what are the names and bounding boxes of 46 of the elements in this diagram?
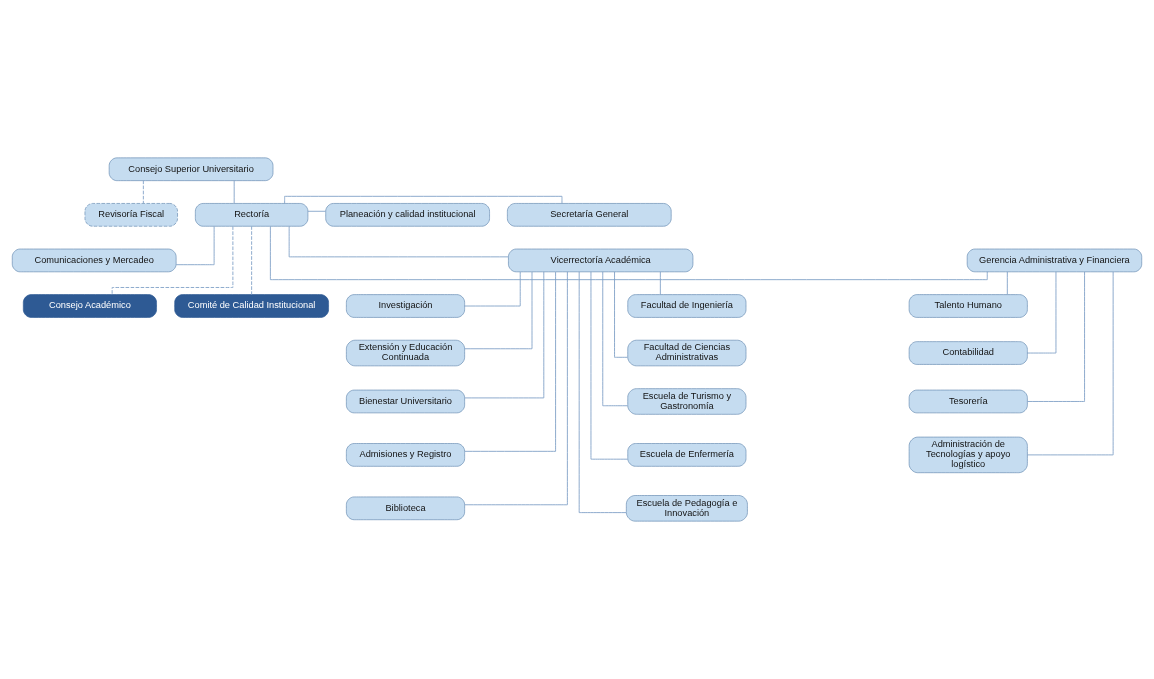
node-box: Extensión y Educación Continuada [346,339,465,367]
node-box: Investigación [346,294,465,318]
connector [464,271,545,399]
node-box: Talento Humano [908,294,1028,318]
connector [142,180,144,204]
connector [659,271,661,295]
node-box: Consejo Académico [22,294,157,318]
connector [464,271,556,452]
connector [269,226,988,281]
connector [464,271,521,307]
node-box: Consejo Superior Universitario [108,157,274,181]
connector [1027,271,1085,402]
node-box: Escuela de Enfermería [627,443,747,467]
node-box: Contabilidad [908,341,1028,365]
connector [1026,271,1114,456]
node-box: Tesorería [908,389,1028,414]
node-box: Revisoría Fiscal [84,203,178,227]
connector [175,226,215,266]
connector [614,271,628,358]
node-box: Escuela de Turismo y Gastronomía [627,388,747,415]
connector [284,195,563,204]
node-box: Comunicaciones y Mercadeo [11,248,177,273]
node-box: Biblioteca [346,496,465,521]
connector [307,210,327,212]
connector [590,271,628,460]
node-box: Vicerrectoría Académica [508,248,694,273]
connector [602,271,628,407]
connector [1006,271,1008,295]
connector [464,271,568,506]
connector [464,271,533,350]
connector [288,225,509,258]
connector [578,271,627,514]
connector [233,180,235,204]
node-box: Secretaría General [507,203,672,227]
node-box: Facultad de Ciencias Administrativas [627,339,747,367]
node-box: Escuela de Pedagogía e Innovación [625,495,748,522]
connector [1027,271,1057,354]
node-box: Bienestar Universitario [346,389,465,414]
node-box: Rectoría [195,203,309,227]
node-box: Planeación y calidad institucional [325,203,490,227]
node-box: Gerencia Administrativa y Financiera [966,248,1143,273]
node-box: Facultad de Ingeniería [627,294,747,318]
connector [251,225,253,295]
node-box: Admisiones y Registro [346,443,465,467]
node-box: Administración de Tecnologías y apoyo logístico [908,436,1028,474]
node-box: Comité de Calidad Institucional [174,294,329,318]
